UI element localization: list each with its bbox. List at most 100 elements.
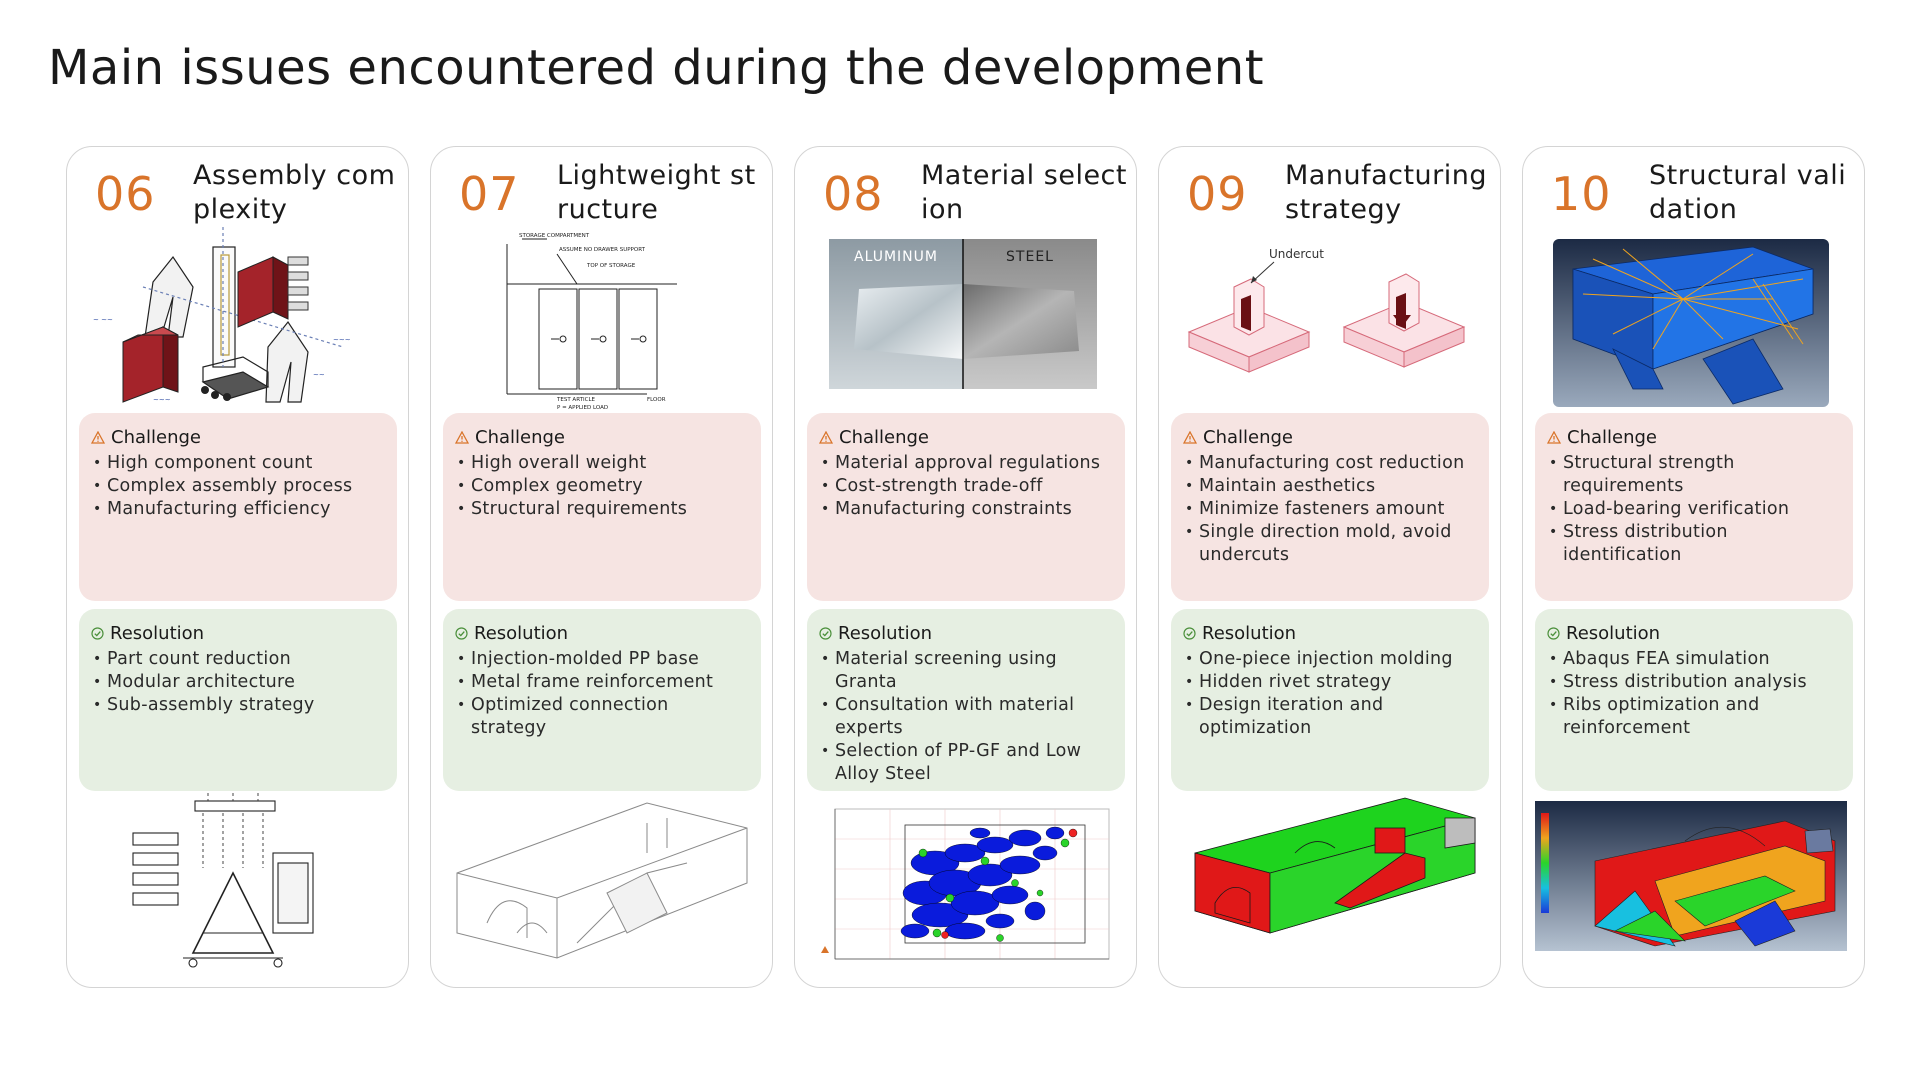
challenge-heading: Challenge xyxy=(839,427,929,448)
aluminum-steel-photo: ALUMINUM STEEL xyxy=(829,239,1097,389)
card-title: Structural validation xyxy=(1649,160,1847,225)
card-number: 10 xyxy=(1551,167,1612,221)
warning-icon xyxy=(1183,431,1197,444)
list-item: High overall weight xyxy=(455,452,749,475)
warning-icon xyxy=(455,431,469,444)
card-title: Lightweight structure xyxy=(557,160,756,225)
svg-text:FLOOR: FLOOR xyxy=(647,397,666,403)
list-item: Manufacturing cost reduction xyxy=(1183,452,1477,475)
challenge-heading: Challenge xyxy=(1567,427,1657,448)
card-number: 08 xyxy=(823,167,884,221)
check-circle-icon xyxy=(1183,627,1196,640)
resolution-panel: Resolution Abaqus FEA simulation Stress … xyxy=(1535,609,1853,791)
card-material-selection: 08 Material selection ALUMINUM STEEL Cha… xyxy=(794,146,1137,988)
list-item: Minimize fasteners amount xyxy=(1183,498,1477,521)
list-item: Maintain aesthetics xyxy=(1183,475,1477,498)
challenge-list: Structural strength requirements Load-be… xyxy=(1547,452,1841,567)
resolution-panel: Resolution Material screening using Gran… xyxy=(807,609,1125,791)
challenge-heading: Challenge xyxy=(475,427,565,448)
challenge-list: High component count Complex assembly pr… xyxy=(91,452,385,521)
list-item: Complex assembly process xyxy=(91,475,385,498)
svg-text:ASSUME NO DRAWER SUPPORT: ASSUME NO DRAWER SUPPORT xyxy=(559,247,646,253)
resolution-list: Injection-molded PP base Metal frame rei… xyxy=(455,648,749,740)
resolution-panel: Resolution Injection-molded PP base Meta… xyxy=(443,609,761,791)
fea-load-vectors-render xyxy=(1553,239,1829,407)
svg-text:~~~: ~~~ xyxy=(153,396,171,404)
list-item: Structural requirements xyxy=(455,498,749,521)
list-item: One-piece injection molding xyxy=(1183,648,1477,671)
list-item: Injection-molded PP base xyxy=(455,648,749,671)
exploded-frame-drawing xyxy=(132,793,314,968)
challenge-list: High overall weight Complex geometry Str… xyxy=(455,452,749,521)
warning-icon xyxy=(819,431,833,444)
resolution-list: Abaqus FEA simulation Stress distributio… xyxy=(1547,648,1841,740)
resolution-panel: Resolution One-piece injection molding H… xyxy=(1171,609,1489,791)
resolution-list: Part count reduction Modular architectur… xyxy=(91,648,385,717)
base-wireframe-render xyxy=(456,802,748,959)
list-item: Consultation with material experts xyxy=(819,694,1113,740)
check-circle-icon xyxy=(91,627,104,640)
list-item: Selection of PP-GF and Low Alloy Steel xyxy=(819,740,1113,786)
list-item: Single direction mold, avoid undercuts xyxy=(1183,521,1477,567)
list-item: Material approval regulations xyxy=(819,452,1113,475)
resolution-heading: Resolution xyxy=(110,623,205,644)
card-manufacturing-strategy: 09 Manufacturing strategy xyxy=(1158,146,1501,988)
card-assembly-complexity: 06 Assembly complexity xyxy=(66,146,409,988)
steel-label: STEEL xyxy=(1006,249,1054,265)
granta-bubble-chart-image xyxy=(821,808,1110,960)
list-item: Abaqus FEA simulation xyxy=(1547,648,1841,671)
mold-undercut-diagram xyxy=(1187,261,1466,373)
svg-text:P = APPLIED LOAD: P = APPLIED LOAD xyxy=(557,405,608,409)
check-circle-icon xyxy=(1547,627,1560,640)
list-item: Manufacturing efficiency xyxy=(91,498,385,521)
resolution-heading: Resolution xyxy=(1566,623,1661,644)
list-item: Complex geometry xyxy=(455,475,749,498)
card-number: 07 xyxy=(459,167,520,221)
svg-text:~~~: ~~~ xyxy=(333,336,351,344)
resolution-list: One-piece injection molding Hidden rivet… xyxy=(1183,648,1477,740)
challenge-panel: Challenge High overall weight Complex ge… xyxy=(443,413,761,601)
card-structural-validation: 10 Structural validation xyxy=(1522,146,1865,988)
challenge-list: Material approval regulations Cost-stren… xyxy=(819,452,1113,521)
draft-analysis-render xyxy=(1194,797,1476,934)
check-circle-icon xyxy=(455,627,468,640)
aluminum-label: ALUMINUM xyxy=(854,249,938,265)
list-item: Modular architecture xyxy=(91,671,385,694)
list-item: Hidden rivet strategy xyxy=(1183,671,1477,694)
svg-text:~ ~~: ~ ~~ xyxy=(93,316,113,324)
list-item: Design iteration and optimization xyxy=(1183,694,1477,740)
list-item: Cost-strength trade-off xyxy=(819,475,1113,498)
list-item: Stress distribution identification xyxy=(1547,521,1841,567)
list-item: Structural strength requirements xyxy=(1547,452,1841,498)
list-item: Metal frame reinforcement xyxy=(455,671,749,694)
list-item: Stress distribution analysis xyxy=(1547,671,1841,694)
card-number: 09 xyxy=(1187,167,1248,221)
challenge-list: Manufacturing cost reduction Maintain ae… xyxy=(1183,452,1477,567)
resolution-heading: Resolution xyxy=(474,623,569,644)
warning-icon xyxy=(1547,431,1561,444)
list-item: Manufacturing constraints xyxy=(819,498,1113,521)
fea-stress-contour-render xyxy=(1535,801,1847,951)
card-title: Material selection xyxy=(921,160,1127,225)
list-item: Optimized connection strategy xyxy=(455,694,749,740)
check-circle-icon xyxy=(819,627,832,640)
list-item: Load-bearing verification xyxy=(1547,498,1841,521)
issues-cards: 06 Assembly complexity xyxy=(66,146,1866,988)
svg-text:~~: ~~ xyxy=(313,371,325,379)
warning-icon xyxy=(91,431,105,444)
card-title: Assembly complexity xyxy=(193,160,396,225)
challenge-panel: Challenge Material approval regulations … xyxy=(807,413,1125,601)
page-title: Main issues encountered during the devel… xyxy=(48,40,1265,96)
challenge-panel: Challenge Manufacturing cost reduction M… xyxy=(1171,413,1489,601)
resolution-heading: Resolution xyxy=(838,623,933,644)
list-item: Ribs optimization and reinforcement xyxy=(1547,694,1841,740)
svg-text:TEST ARTICLE: TEST ARTICLE xyxy=(556,397,596,403)
undercut-label: Undercut xyxy=(1269,247,1324,261)
resolution-panel: Resolution Part count reduction Modular … xyxy=(79,609,397,791)
list-item: Sub-assembly strategy xyxy=(91,694,385,717)
undercut-illustration: Undercut xyxy=(1179,247,1479,397)
challenge-heading: Challenge xyxy=(111,427,201,448)
resolution-list: Material screening using Granta Consulta… xyxy=(819,648,1113,786)
list-item: Material screening using Granta xyxy=(819,648,1113,694)
challenge-heading: Challenge xyxy=(1203,427,1293,448)
